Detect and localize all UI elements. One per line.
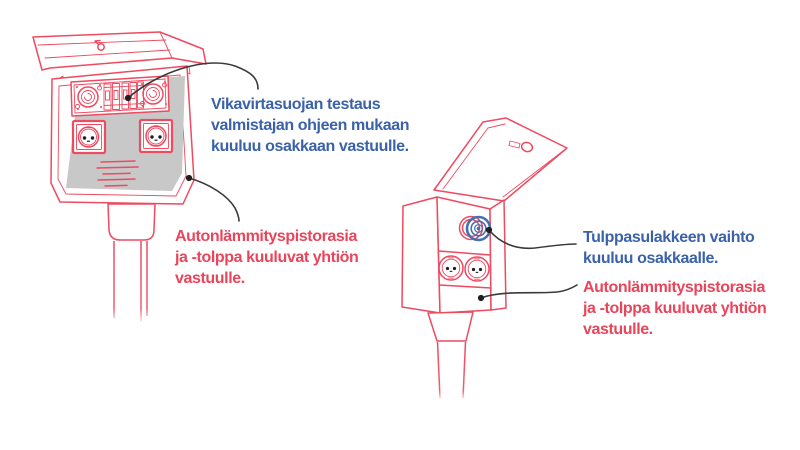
annotation-line: Vikavirtasuojan testaus xyxy=(211,96,381,113)
callout-dot xyxy=(485,226,493,234)
callout-dot xyxy=(185,174,193,182)
post-pole xyxy=(107,203,156,322)
right-post-lid-icon xyxy=(433,117,568,202)
callout-dot xyxy=(477,294,485,302)
timer-dial-icon xyxy=(75,84,102,110)
rcd-panel-icon xyxy=(70,75,170,117)
left-heating-post-illustration xyxy=(32,31,259,322)
annotation-line: kuuluu osakkaalle. xyxy=(583,250,719,267)
round-socket-icon xyxy=(464,256,490,282)
annotation-line: kuuluu osakkaan vastuulle. xyxy=(211,138,409,155)
annotation-line: valmistajan ohjeen mukaan xyxy=(211,117,410,134)
annotation-left-company-responsibility: Autonlämmityspistorasia ja -tolppa kuulu… xyxy=(175,226,359,289)
schuko-socket-icon xyxy=(71,119,107,155)
callout-line-rcd xyxy=(127,62,259,99)
vent-lines-icon xyxy=(96,160,139,187)
panel-divider xyxy=(438,250,491,256)
annotation-rcd-test: Vikavirtasuojan testaus valmistajan ohje… xyxy=(211,94,409,157)
annotation-line: vastuulle. xyxy=(175,270,245,287)
annotation-line: vastuulle. xyxy=(583,321,653,338)
callout-dot xyxy=(124,94,132,102)
annotation-line: Autonlämmityspistorasia xyxy=(583,279,765,296)
right-heating-post-illustration xyxy=(401,117,578,399)
lid-latch-icon xyxy=(94,39,105,51)
annotation-line: Tulppasulakkeen vaihto xyxy=(583,229,755,246)
annotation-right-company-responsibility: Autonlämmityspistorasia ja -tolppa kuulu… xyxy=(583,277,767,340)
panel-divider xyxy=(438,284,492,289)
annotation-line: ja -tolppa kuuluvat yhtiön xyxy=(175,249,359,266)
annotation-fuse-change: Tulppasulakkeen vaihto kuuluu osakkaalle… xyxy=(583,227,755,269)
annotation-line: ja -tolppa kuuluvat yhtiön xyxy=(583,300,767,317)
post-pole xyxy=(427,311,474,399)
callout-line-left-post xyxy=(188,177,240,222)
right-post-box xyxy=(401,196,507,314)
annotation-line: Autonlämmityspistorasia xyxy=(175,228,357,245)
round-socket-icon xyxy=(438,255,464,281)
left-post-lid-icon xyxy=(32,31,207,71)
callout-line-fuse xyxy=(488,229,577,250)
timer-dial-icon xyxy=(140,81,167,107)
lid-keyhole-icon xyxy=(508,140,534,153)
schuko-socket-icon xyxy=(138,118,174,154)
callout-line-right-post xyxy=(480,284,578,299)
